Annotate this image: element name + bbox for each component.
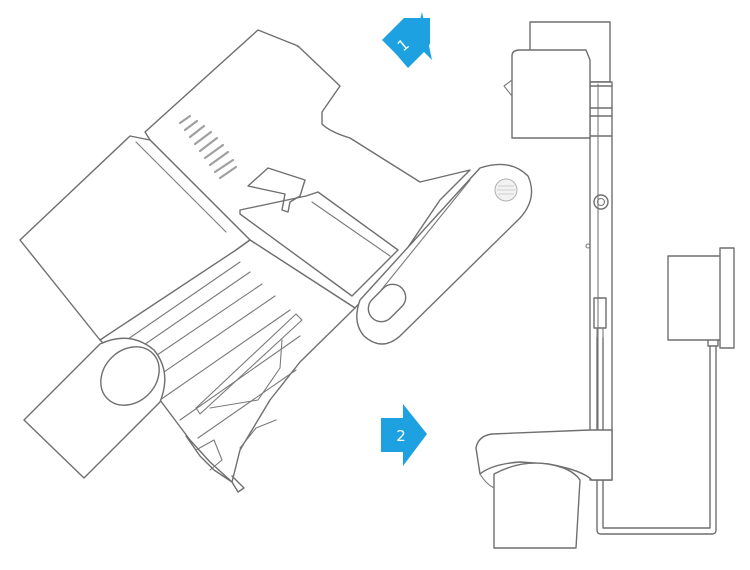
mount-post — [589, 81, 613, 481]
step-2-arrow: 2 — [381, 404, 427, 466]
floor-dock — [475, 429, 613, 481]
step-2-label: 2 — [396, 427, 406, 445]
mount-side-block — [511, 49, 591, 139]
charging-cable — [596, 337, 717, 535]
inner-bay — [239, 191, 399, 297]
dust-bin — [99, 239, 356, 483]
vent-grille — [178, 114, 238, 180]
step-1-arrow: 1 — [382, 12, 432, 68]
latch — [247, 167, 306, 213]
motor-cylinder — [23, 337, 166, 479]
vacuum-body — [19, 29, 533, 493]
power-adapter — [667, 247, 735, 349]
wall-mount — [475, 21, 717, 549]
